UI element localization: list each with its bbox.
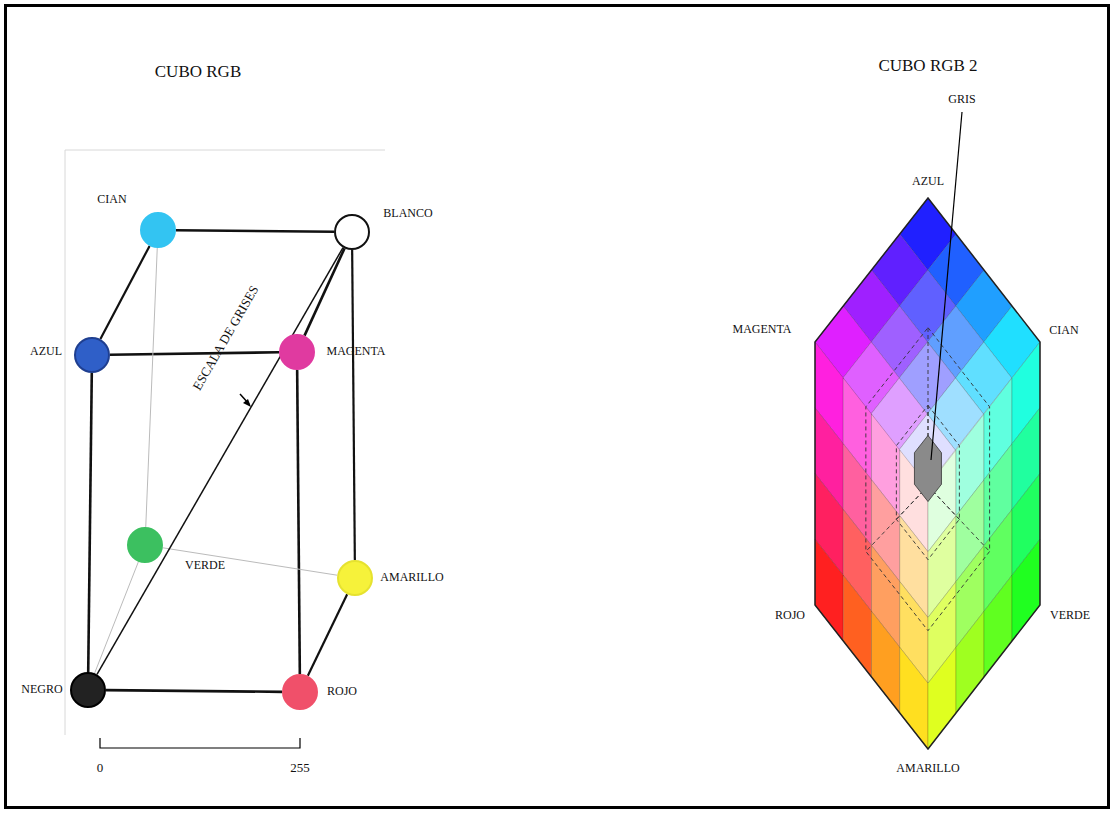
diagonal-label: ESCALA DE GRISES xyxy=(190,283,262,393)
color-cell xyxy=(900,647,928,749)
gray-center-cube xyxy=(914,435,941,501)
color-corner-dot: AMARILLO xyxy=(337,560,373,596)
vertex-label: AZUL xyxy=(912,175,944,188)
corner-label: NEGRO xyxy=(21,683,62,696)
color-cell xyxy=(956,611,984,713)
color-cell xyxy=(872,611,900,713)
inner-cube-dashed xyxy=(866,328,990,631)
gris-leader-line xyxy=(931,112,962,460)
callout-label: GRIS xyxy=(948,93,975,106)
cube-edge xyxy=(106,690,282,692)
vertex-label: VERDE xyxy=(1050,609,1090,622)
color-corner-dot: NEGRO xyxy=(70,672,106,708)
cube-edge xyxy=(163,548,337,575)
color-cell xyxy=(984,575,1012,677)
color-corner-dot: VERDE xyxy=(127,527,163,563)
back-guide-lines xyxy=(65,150,385,735)
corner-label: AMARILLO xyxy=(380,571,443,584)
corner-label: CIAN xyxy=(97,193,126,206)
cube-edge xyxy=(352,250,355,560)
cube-edge xyxy=(176,230,334,232)
color-corner-dot: ROJO xyxy=(282,674,318,710)
vertex-label: ROJO xyxy=(775,609,805,622)
cube-edge xyxy=(308,594,347,676)
color-cell xyxy=(815,539,843,641)
color-cell xyxy=(843,575,871,677)
color-cell xyxy=(1012,539,1040,641)
cube-edge xyxy=(297,370,300,674)
corner-label: BLANCO xyxy=(383,207,432,220)
corner-label: AZUL xyxy=(30,345,62,358)
corner-label: VERDE xyxy=(185,559,225,572)
scale-bracket xyxy=(100,738,300,748)
pointer-arrowhead xyxy=(243,399,251,407)
corner-label: MAGENTA xyxy=(326,345,385,358)
vertex-label: CIAN xyxy=(1049,324,1078,337)
cube-outline xyxy=(815,198,1040,749)
color-corner-dot: CIAN xyxy=(140,212,176,248)
color-cell xyxy=(928,647,956,749)
diagram-title: CUBO RGB 2 xyxy=(878,57,977,76)
diagram-title: CUBO RGB xyxy=(155,63,241,82)
cube-edge xyxy=(100,246,149,339)
color-corner-dot: MAGENTA xyxy=(279,334,315,370)
corner-label: ROJO xyxy=(327,685,357,698)
vertex-label: MAGENTA xyxy=(732,323,791,336)
guide-line xyxy=(65,150,385,151)
color-corner-dot: BLANCO xyxy=(334,214,370,250)
cube-edge xyxy=(146,248,158,527)
scale-value: 0 xyxy=(97,761,104,775)
rgb-cube-solid xyxy=(815,198,1040,749)
color-corner-dot: AZUL xyxy=(74,337,110,373)
cube-edge xyxy=(95,562,139,673)
cube-edge xyxy=(110,352,279,354)
cube-edge xyxy=(97,248,343,675)
scale-value: 255 xyxy=(290,761,310,775)
cube-edge xyxy=(305,248,345,335)
vertex-label: AMARILLO xyxy=(896,762,959,775)
cube-edge xyxy=(88,373,92,672)
guide-line xyxy=(65,150,66,735)
